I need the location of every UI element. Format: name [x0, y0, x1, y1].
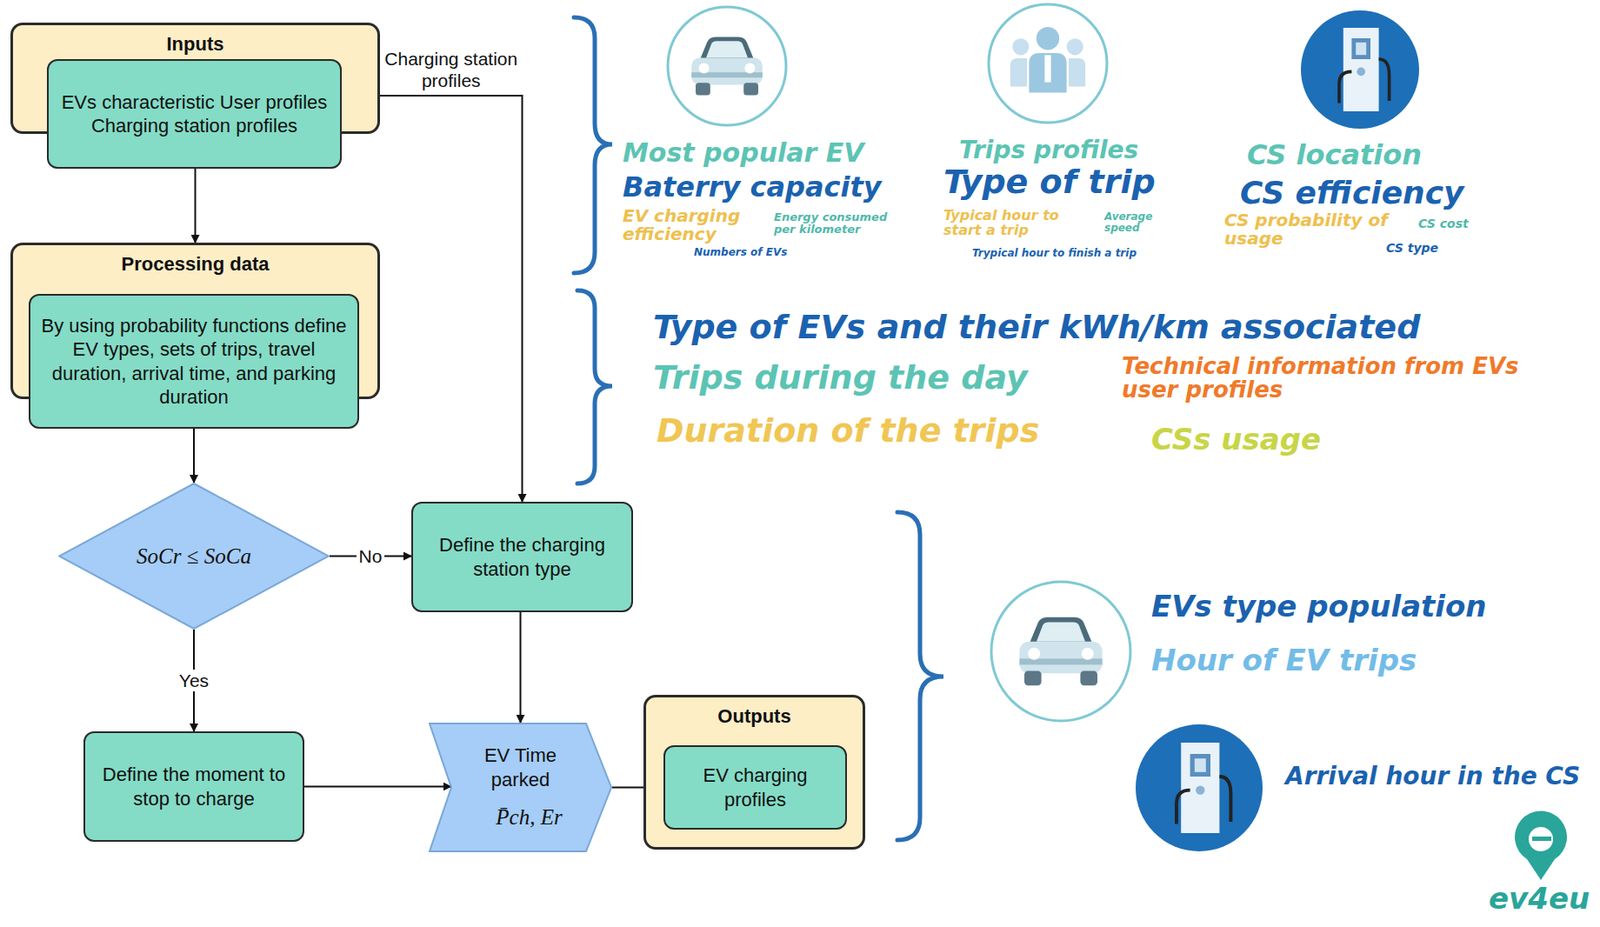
decision-diamond: SoCr ≤ SoCa	[58, 482, 330, 630]
connector-arrow	[380, 95, 523, 502]
keyword-label: Energy consumed per kilometer	[773, 211, 905, 235]
charger-icon	[1300, 10, 1420, 129]
box-heading: Inputs	[166, 32, 225, 57]
keyword-label: Technical information from EVs user prof…	[1121, 354, 1574, 403]
box-heading: Processing data	[121, 252, 270, 277]
charger-icon	[1135, 724, 1263, 852]
curly-brace	[573, 17, 613, 274]
keyword-label: CSs usage	[1151, 424, 1321, 456]
keyword-label: EVs type population	[1151, 591, 1487, 623]
keyword-label: Type of EVs and their kWh/km associated	[653, 310, 1420, 346]
process-box: EVs characteristic User profiles Chargin…	[46, 59, 342, 169]
keyword-label: Type of trip	[943, 165, 1156, 200]
users-icon	[988, 4, 1107, 123]
pent-outline	[429, 723, 612, 852]
keyword-label: Most popular EV	[622, 139, 865, 167]
box-text: EV charging profiles	[673, 763, 837, 812]
keyword-label: CS type	[1386, 241, 1439, 255]
process-box: EV charging profiles	[663, 745, 847, 830]
data-shape: EV Time parkedP̄ch, Er	[428, 722, 613, 853]
car-icon	[991, 581, 1131, 721]
logo-pin	[1514, 811, 1567, 880]
keyword-label: Trips during the day	[653, 360, 1028, 396]
edge-label: No	[356, 545, 386, 567]
box-text: Define the moment to stop to charge	[93, 762, 294, 811]
curly-brace	[577, 290, 613, 484]
box-text: Define the charging station type	[421, 533, 623, 581]
connector-arrow	[194, 168, 197, 243]
connector-arrow	[520, 612, 522, 723]
keyword-label: Trypical hour to finish a trip	[972, 247, 1137, 260]
group-box: Processing dataBy using probability func…	[10, 242, 380, 400]
logo-text: ev4eu	[1488, 883, 1590, 915]
keyword-label: Trips profiles	[959, 137, 1139, 163]
keyword-label: Baterry capacity	[622, 173, 882, 203]
keyword-label: Arrival hour in the CS	[1285, 763, 1594, 789]
group-box: InputsEVs characteristic User profiles C…	[10, 22, 380, 134]
keyword-label: CS cost	[1418, 217, 1469, 231]
keyword-label: CS efficiency	[1240, 176, 1465, 210]
box-text: EVs characteristic User profiles Chargin…	[57, 90, 332, 139]
group-box: Outputs EV charging profiles	[643, 694, 866, 850]
keyword-label: CS location	[1246, 140, 1422, 171]
diamond-outline	[59, 483, 329, 629]
process-box: Define the charging station type	[411, 501, 634, 613]
keyword-label: Numbers of EVs	[693, 246, 787, 259]
keyword-label: Typical hour to start a trip	[943, 208, 1096, 239]
process-box: Define the moment to stop to charge	[83, 731, 305, 842]
connector-arrow	[193, 428, 195, 483]
keyword-label: EV charging efficiency	[622, 206, 754, 244]
box-text: SoCr ≤ SoCa	[136, 542, 252, 570]
box-heading: Outputs	[717, 704, 791, 729]
keyword-label: Duration of the trips	[656, 413, 1040, 449]
box-text: P̄ch, Er	[495, 803, 562, 831]
keyword-label: Average speed	[1104, 211, 1166, 234]
keyword-label: Hour of EV trips	[1151, 645, 1417, 677]
edge-label: Yes	[176, 669, 212, 692]
process-box: By using probability functions define EV…	[28, 293, 360, 429]
car-icon	[667, 6, 787, 126]
keyword-label: CS probability of usage	[1224, 211, 1399, 248]
curly-brace	[897, 512, 944, 840]
box-text: EV Time parked	[468, 743, 574, 792]
edge-label: Charging station profiles	[374, 47, 528, 92]
box-text: By using probability functions define EV…	[39, 313, 349, 410]
connector-arrow	[304, 786, 452, 788]
connector-arrow	[612, 786, 644, 789]
